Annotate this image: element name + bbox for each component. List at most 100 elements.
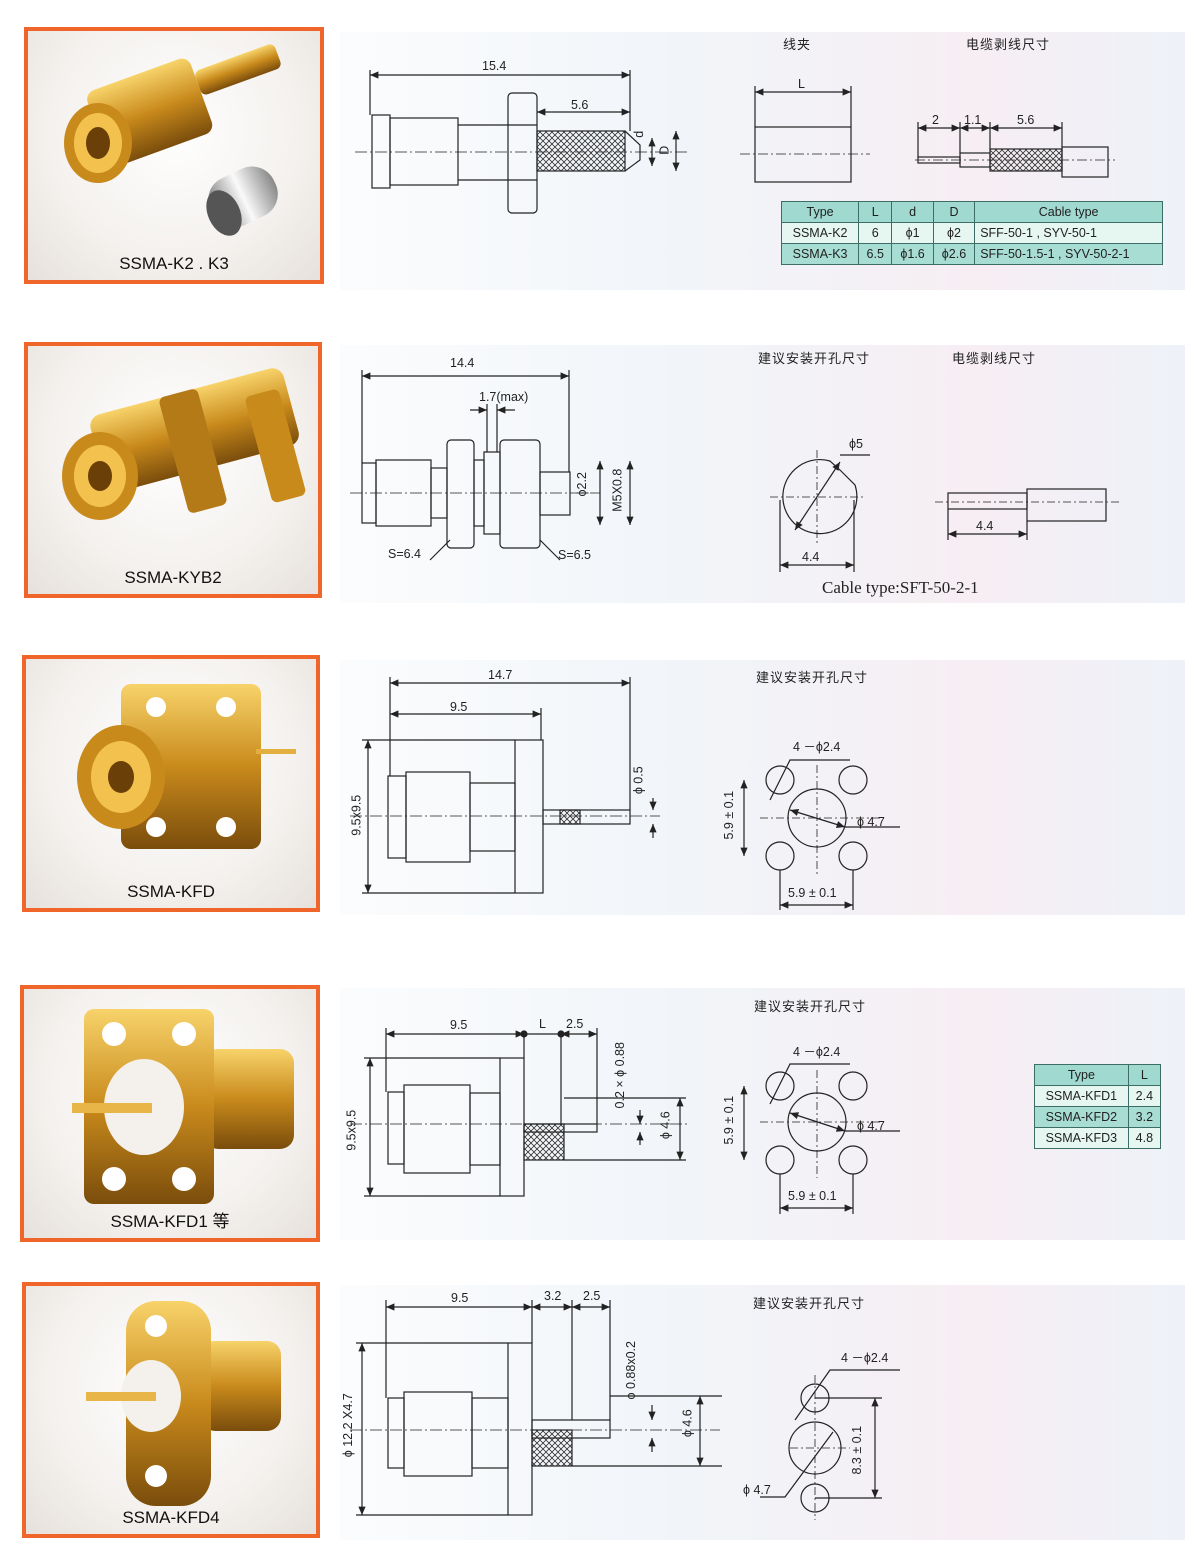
- hole-title: 建议安装开孔尺寸: [758, 351, 871, 366]
- dim-body: 9.5: [451, 1291, 469, 1305]
- dim-vspace: 8.3 ± 0.1: [850, 1425, 865, 1475]
- cell: 6.5: [858, 243, 893, 265]
- dim-thread: M5X0.8: [610, 468, 625, 512]
- col-header: L: [1127, 1064, 1162, 1086]
- dim-hole-flat: 4.4: [802, 550, 820, 564]
- product-photo-ssma-k2-k3: SSMA-K2 . K3: [24, 27, 324, 284]
- dim-holes: 4 －ϕ2.4: [841, 1351, 889, 1365]
- connector-photo: [86, 1301, 281, 1506]
- drawing-ssma-k2-side-view: [355, 70, 690, 214]
- cell: 6: [858, 222, 893, 244]
- dim-dia: ϕ 4.6: [658, 1111, 673, 1140]
- cell: SSMA-KFD1: [1034, 1085, 1129, 1107]
- col-header: d: [891, 201, 934, 223]
- dim-strip-a: 2: [932, 113, 939, 127]
- hole-title: 建议安装开孔尺寸: [754, 999, 867, 1014]
- drawing-cable-strip-1: [915, 122, 1115, 178]
- dim-body: 9.5: [450, 1018, 468, 1032]
- dim-center: ϕ 4.7: [857, 815, 885, 829]
- hole-title: 建议安装开孔尺寸: [756, 670, 869, 685]
- product-name: SSMA-K2 . K3: [119, 254, 229, 273]
- dim-tail: 5.6: [571, 98, 589, 112]
- cell: ϕ1.6: [891, 243, 934, 265]
- cell: SFF-50-1 , SYV-50-1: [974, 222, 1163, 244]
- cell: SSMA-KFD3: [1034, 1127, 1129, 1149]
- cell: ϕ1: [891, 222, 934, 244]
- cell: 4.8: [1127, 1127, 1162, 1149]
- col-header: Type: [780, 201, 860, 223]
- col-header: Cable type: [974, 201, 1163, 223]
- drawing-ssma-kyb2-side-view: [350, 370, 634, 561]
- cell: SSMA-K2: [780, 222, 860, 244]
- cell: ϕ2.6: [932, 243, 976, 265]
- connector-photo: [77, 684, 296, 849]
- dim-overall: 15.4: [482, 59, 507, 73]
- dim-dia: ϕ 4.6: [680, 1409, 695, 1438]
- dim-b: 2.5: [583, 1289, 601, 1303]
- dim-d: d: [632, 130, 647, 138]
- dim-ferrule-L: L: [798, 77, 805, 91]
- strip-title: 电缆剥线尺寸: [952, 351, 1037, 366]
- cell: SSMA-KFD2: [1034, 1106, 1129, 1128]
- dim-flange: 9.5x9.5: [344, 1109, 359, 1151]
- strip-title: 电缆剥线尺寸: [966, 37, 1051, 52]
- dim-strip-b: 1.1: [964, 113, 982, 127]
- drawing-hole-pattern-4: [740, 1063, 900, 1214]
- cell: SFF-50-1.5-1 , SYV-50-2-1: [974, 243, 1163, 265]
- dim-hspace: 5.9 ± 0.1: [788, 1189, 837, 1203]
- dim-holes: 4 －ϕ2.4: [793, 740, 841, 754]
- dim-hex-1: S=6.4: [388, 547, 422, 561]
- drawing-hole-pattern-3: [740, 759, 900, 910]
- dim-overall: 14.7: [488, 668, 513, 682]
- drawing-panel-hole-2: [770, 450, 870, 572]
- dim-pin: ϕ 0.88x0.2: [623, 1341, 638, 1400]
- drawing-ferrule: [740, 86, 870, 183]
- cell: ϕ2: [932, 222, 976, 244]
- dim-L: L: [539, 1017, 546, 1031]
- dim-strip: 4.4: [976, 519, 994, 533]
- product-name: SSMA-KFD: [127, 882, 215, 901]
- connector-photo: [62, 368, 306, 520]
- connector-photo: [72, 1009, 294, 1204]
- drawing-panel-3: [340, 660, 1185, 915]
- cell: 2.4: [1127, 1085, 1162, 1107]
- dim-tab: 2.5: [566, 1017, 584, 1031]
- col-header: L: [858, 201, 893, 223]
- drawing-ssma-kfd1-side-view: [350, 1028, 690, 1197]
- dim-vspace: 5.9 ± 0.1: [722, 1095, 737, 1145]
- dim-holes: 4 －ϕ2.4: [793, 1045, 841, 1059]
- col-header: D: [932, 201, 976, 223]
- dim-strip-c: 5.6: [1017, 113, 1035, 127]
- drawing-ssma-kfd-side-view: [350, 677, 660, 894]
- product-name: SSMA-KFD1 等: [110, 1212, 230, 1231]
- dim-flange: ϕ 12.2 X4.7: [340, 1393, 355, 1458]
- dim-pin: 0.2 × ϕ 0.88: [612, 1042, 627, 1109]
- dim-panel: 1.7(max): [479, 390, 529, 404]
- dim-pin: ϕ2.2: [574, 472, 589, 497]
- cell: 3.2: [1127, 1106, 1162, 1128]
- product-name: SSMA-KYB2: [124, 568, 222, 587]
- product-name: SSMA-KFD4: [122, 1508, 220, 1527]
- product-photo-ssma-kfd4: SSMA-KFD4: [22, 1282, 320, 1538]
- drawing-cable-strip-2: [935, 488, 1120, 540]
- hole-title: 建议安装开孔尺寸: [753, 1296, 866, 1311]
- dim-center: ϕ 4.7: [857, 1119, 885, 1133]
- dim-pin: ϕ 0.5: [631, 766, 646, 795]
- connector-photo: [64, 44, 281, 236]
- dim-hspace: 5.9 ± 0.1: [788, 886, 837, 900]
- dim-vspace: 5.9 ± 0.1: [722, 790, 737, 840]
- drawing-panel-2: [340, 345, 1185, 603]
- dim-a: 3.2: [544, 1289, 562, 1303]
- drawing-ssma-kfd4-side-view: [350, 1300, 722, 1516]
- drawing-hole-pattern-5: [760, 1369, 900, 1520]
- product-photo-ssma-kfd: SSMA-KFD: [22, 655, 320, 912]
